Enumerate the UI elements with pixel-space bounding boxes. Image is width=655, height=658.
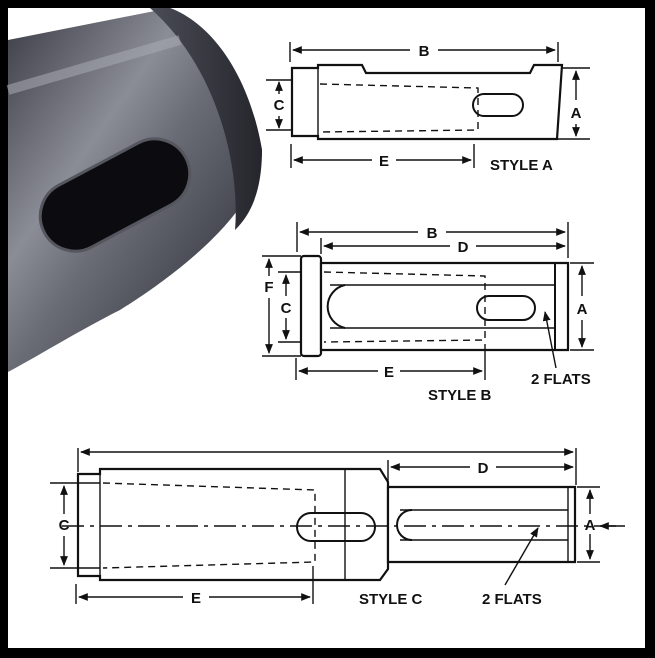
- dim-label-c2: C: [281, 300, 292, 317]
- style-c-flats-note: 2 FLATS: [482, 591, 542, 608]
- shaft-photo: [6, 8, 262, 380]
- dim-label-a2: A: [577, 301, 588, 318]
- style-c-caption: STYLE C: [359, 591, 423, 608]
- dim-label-b2: B: [427, 225, 438, 242]
- dim-label-c3: C: [59, 517, 70, 534]
- dim-label-b: B: [419, 43, 430, 60]
- dim-label-f: F: [264, 279, 273, 296]
- style-a-drawing: B A C E STYLE A: [266, 42, 590, 174]
- dim-label-e3: E: [191, 590, 201, 607]
- style-a-slot: [472, 93, 524, 117]
- dim-label-d2: D: [478, 460, 489, 477]
- dim-label-e: E: [379, 153, 389, 170]
- dim-label-d: D: [458, 239, 469, 256]
- style-a-caption: STYLE A: [490, 157, 553, 174]
- style-b-flats-note: 2 FLATS: [531, 371, 591, 388]
- style-b-slot: [476, 295, 536, 321]
- dim-label-c: C: [274, 97, 285, 114]
- dim-label-e2: E: [384, 364, 394, 381]
- slot-icon: [38, 137, 192, 253]
- style-b-caption: STYLE B: [428, 387, 492, 404]
- dim-label-a: A: [571, 105, 582, 122]
- style-c-slot: [296, 512, 376, 542]
- dim-label-a3: A: [585, 517, 596, 534]
- style-c-drawing: D A C E STYLE C 2 FLATS: [50, 448, 625, 608]
- style-b-drawing: B D A F C: [262, 222, 594, 404]
